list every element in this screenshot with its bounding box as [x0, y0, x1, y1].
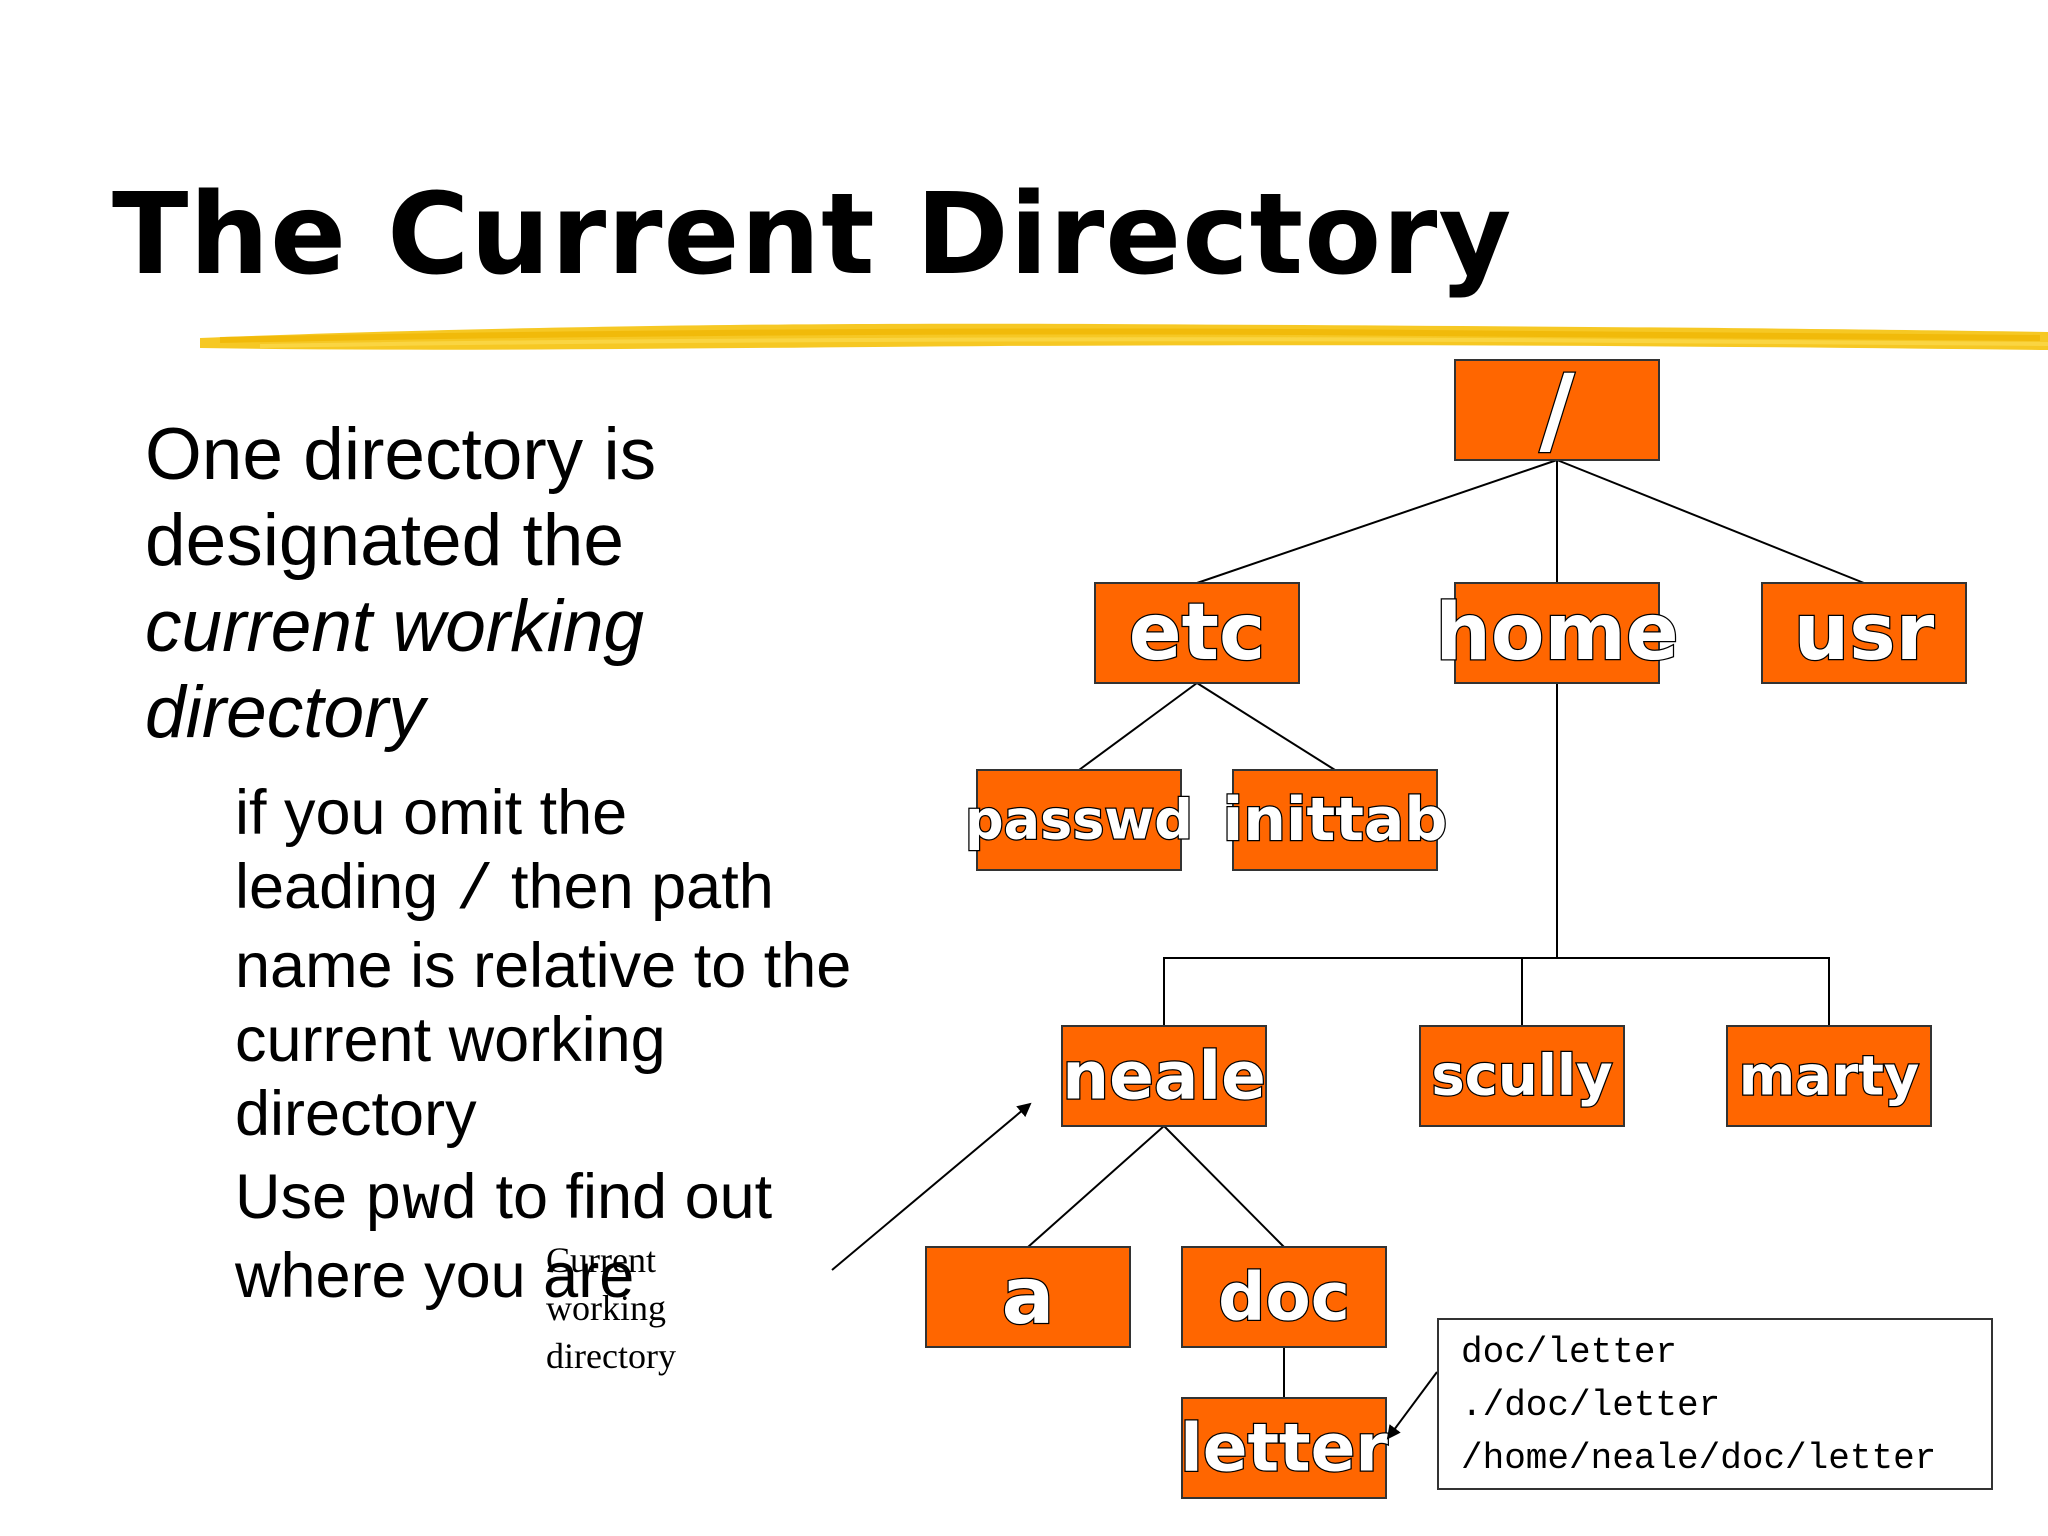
current-working-directory-caption: Current working directory	[546, 1240, 676, 1376]
tree-node-scully: scully	[1419, 1025, 1625, 1127]
sub-bullet-relative-path: if you omit the leading / then path name…	[235, 778, 852, 1149]
tree-node-inittab: inittab	[1221, 769, 1449, 871]
tree-edge	[1556, 683, 1830, 1026]
tree-node-label: doc	[1218, 1259, 1350, 1336]
tree-node-box	[1454, 359, 1660, 461]
path-box-arrow	[1386, 1371, 1438, 1440]
tree-edge	[1027, 1125, 1165, 1248]
tree-node-label: passwd	[965, 789, 1193, 852]
tree-node-neale: neale	[1061, 1025, 1267, 1127]
tree-node-a: a	[925, 1246, 1131, 1348]
tree-node-label: letter	[1180, 1410, 1388, 1487]
tree-node-label: usr	[1794, 588, 1935, 678]
tree-node-box	[1232, 769, 1438, 871]
tree-node-passwd: passwd	[964, 769, 1194, 871]
tree-edge	[1556, 459, 1865, 584]
tree-node-usr: usr	[1761, 582, 1967, 684]
tree-node-label: etc	[1129, 588, 1265, 678]
tree-node-label: neale	[1062, 1038, 1266, 1115]
tree-node-doc: doc	[1181, 1246, 1387, 1348]
sub-bullet-pwd: Use pwd to find out where you are	[235, 1162, 773, 1311]
tree-node-label: inittab	[1223, 785, 1448, 855]
path-examples-box: doc/letter ./doc/letter /home/neale/doc/…	[1437, 1318, 1993, 1490]
tree-node-label: a	[1002, 1252, 1055, 1342]
tree-node-box	[1061, 1025, 1267, 1127]
tree-node-label: /	[1539, 354, 1575, 466]
tree-edge	[1078, 682, 1198, 771]
tree-node-box	[1454, 582, 1660, 684]
tree-node-etc: etc	[1094, 582, 1300, 684]
cwd-arrow	[831, 1102, 1032, 1271]
tree-node-box	[1181, 1397, 1387, 1499]
main-bullet: One directory is designated the current …	[145, 414, 657, 753]
tree-node-label: scully	[1431, 1044, 1612, 1109]
tree-node-letter: letter	[1179, 1397, 1390, 1499]
tree-node-box	[1726, 1025, 1932, 1127]
path-example: /home/neale/doc/letter	[1461, 1438, 1937, 1479]
tree-node-box	[1419, 1025, 1625, 1127]
tree-node-home: home	[1434, 582, 1680, 684]
tree-node-box	[1181, 1246, 1387, 1348]
tree-node-label: home	[1435, 588, 1678, 678]
tree-edge	[1521, 683, 1558, 1026]
tree-node-box	[1761, 582, 1967, 684]
tree-node-label: marty	[1739, 1045, 1919, 1108]
page-title: The Current Directory	[112, 170, 1513, 300]
tree-edge	[1196, 682, 1336, 771]
tree-edge	[1196, 459, 1558, 584]
tree-node-box	[976, 769, 1182, 871]
path-example: doc/letter	[1461, 1332, 1678, 1373]
tree-node-marty: marty	[1726, 1025, 1932, 1127]
title-highlight-stroke	[200, 323, 2048, 350]
path-example: ./doc/letter	[1461, 1385, 1721, 1426]
tree-node-box	[925, 1246, 1131, 1348]
tree-node-root: /	[1454, 353, 1660, 467]
tree-node-box	[1094, 582, 1300, 684]
tree-edge	[1163, 1125, 1285, 1248]
